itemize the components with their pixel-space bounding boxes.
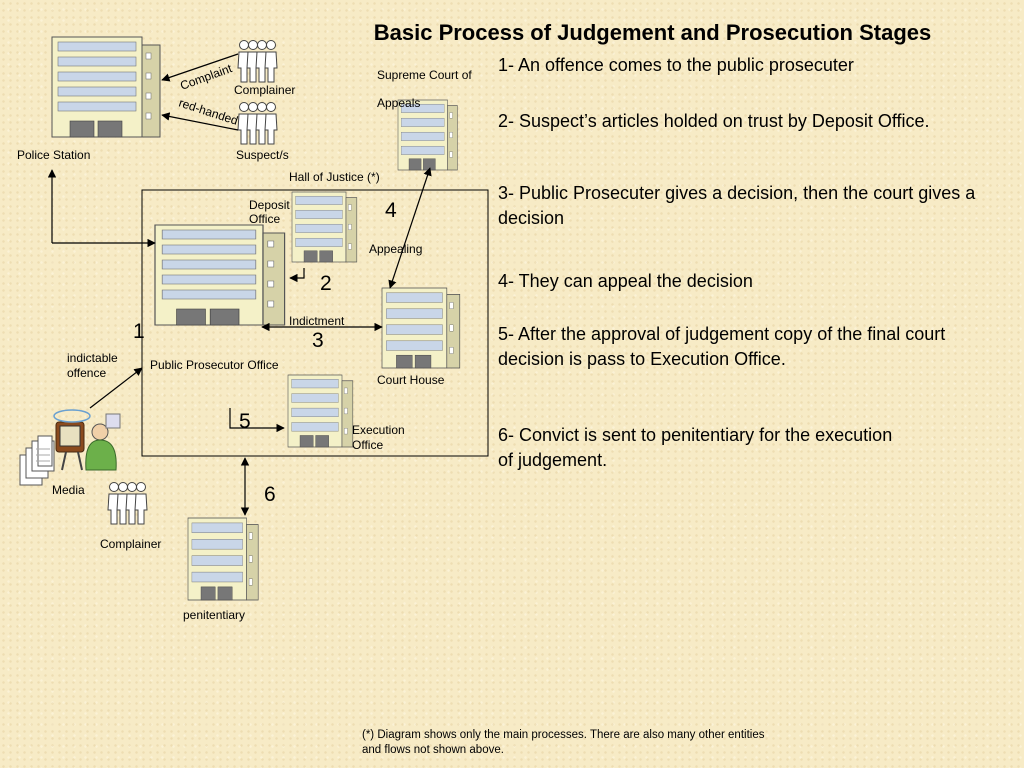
- appealing-arrow: [388, 167, 432, 289]
- prosecutor-execution-arrow: [229, 408, 285, 433]
- deposit-office-label-line2: Office: [249, 212, 281, 226]
- appealing-label: Appealing: [369, 242, 423, 256]
- deposit-office-label-line1: Deposit: [249, 198, 290, 212]
- police-station-label: Police Station: [17, 148, 91, 162]
- step-3: 3- Public Prosecuter gives a decision, t…: [498, 183, 976, 228]
- penitentiary-building-icon: [187, 517, 259, 601]
- media-label: Media: [52, 483, 85, 497]
- media-icon: [19, 409, 121, 486]
- police-station-building-icon: [51, 36, 161, 138]
- indictable-offence-label-line2: offence: [67, 366, 107, 380]
- step-4: 4- They can appeal the decision: [498, 271, 753, 291]
- step-6: 6- Convict is sent to penitentiary for t…: [498, 425, 893, 470]
- footnote: (*) Diagram shows only the main processe…: [362, 729, 765, 756]
- step-number-1: 1: [133, 320, 145, 343]
- indictable-offence-label-line1: indictable: [67, 351, 118, 365]
- complainer-top-people-icon: [238, 41, 277, 83]
- suspects-people-icon: [238, 103, 277, 145]
- penitentiary-label: penitentiary: [183, 608, 246, 622]
- supreme-court-label-line1: Supreme Court of: [377, 68, 472, 82]
- step-number-6: 6: [264, 483, 276, 506]
- public-prosecutor-building-icon: [154, 224, 286, 326]
- supreme-court-label-line2: Appeals: [377, 96, 421, 110]
- page-title: Basic Process of Judgement and Prosecuti…: [373, 20, 932, 45]
- court-house-building-icon: [381, 287, 461, 369]
- complainer-bottom-people-icon: [108, 483, 147, 525]
- suspects-label: Suspect/s: [236, 148, 289, 162]
- indictment-label: Indictment: [289, 314, 345, 328]
- step-number-4: 4: [385, 199, 397, 222]
- step-number-3: 3: [312, 329, 324, 352]
- complaint-edge-label: Complaint: [178, 61, 234, 93]
- prosecutor-deposit-arrow: [289, 268, 305, 283]
- step-number-5: 5: [239, 410, 251, 433]
- execution-office-label-line2: Office: [352, 438, 384, 452]
- deposit-office-building-icon: [291, 191, 358, 263]
- step-number-2: 2: [320, 272, 332, 295]
- red-handed-arrow: [161, 112, 239, 131]
- red-handed-edge-label: red-handed: [177, 96, 240, 128]
- court-house-label: Court House: [377, 373, 445, 387]
- step-5: 5- After the approval of judgement copy …: [498, 324, 946, 369]
- step-1: 1- An offence comes to the public prosec…: [498, 55, 854, 75]
- step-2: 2- Suspect’s articles holded on trust by…: [498, 111, 930, 131]
- hall-of-justice-frame: [141, 189, 489, 457]
- media-to-hall-arrow: [89, 367, 143, 409]
- police-to-prosecutor-arrow: [47, 169, 156, 248]
- public-prosecutor-office-label: Public Prosecutor Office: [150, 358, 279, 372]
- hall-of-justice-label: Hall of Justice (*): [289, 170, 380, 184]
- complainer-bottom-label: Complainer: [100, 537, 162, 551]
- execution-office-building-icon: [287, 374, 354, 448]
- complaint-arrow: [161, 53, 239, 82]
- complainer-top-label: Complainer: [234, 83, 296, 97]
- execution-office-label-line1: Execution: [352, 423, 405, 437]
